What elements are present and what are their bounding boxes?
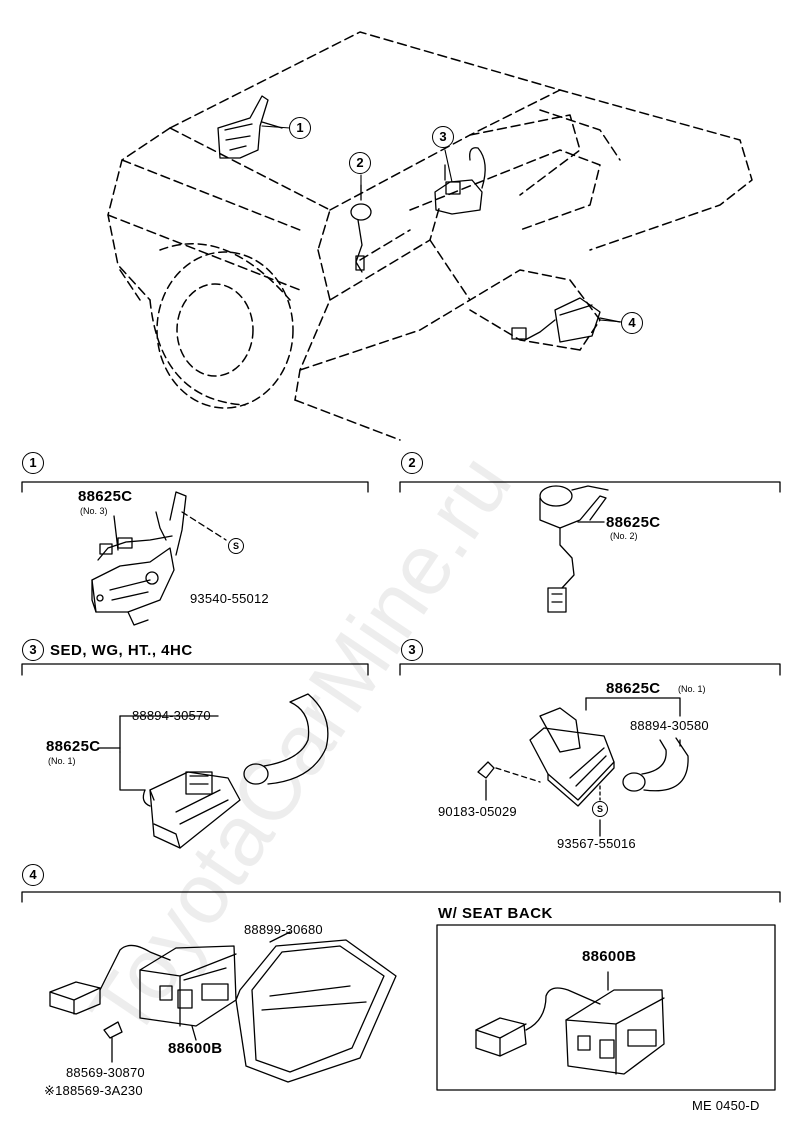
s1-part-sub: (No. 3) [80, 506, 108, 516]
s4-part-b-number: ※188569-3A230 [44, 1083, 143, 1098]
s3b-hose-number: 88894-30580 [630, 718, 709, 733]
s3a-part-sub: (No. 1) [48, 756, 76, 766]
s2-part-code: 88625C [606, 514, 661, 531]
s4-cover-number: 88899-30680 [244, 922, 323, 937]
rear-wheel [149, 243, 294, 409]
vehicle-outline [107, 31, 753, 441]
s3a-title: SED, WG, HT., 4HC [50, 642, 193, 659]
section3b-part-drawing [477, 697, 689, 837]
s3b-clip-number: 90183-05029 [438, 804, 517, 819]
callout-4-vehicle: 4 [621, 312, 643, 334]
callout-3-vehicle: 3 [432, 126, 454, 148]
drawing-code: ME 0450-D [692, 1098, 760, 1113]
s3a-hose-number: 88894-30570 [132, 708, 211, 723]
callout-1-vehicle: 1 [289, 117, 311, 139]
section-3b-marker: 3 [401, 639, 423, 661]
section-4-marker: 4 [22, 864, 44, 886]
vehicle-part-3 [434, 147, 486, 215]
section-1-marker: 1 [22, 452, 44, 474]
section4-variant-drawing [475, 971, 665, 1075]
s3a-part-code: 88625C [46, 738, 101, 755]
s3b-screw-symbol: S [592, 801, 608, 817]
section3a-part-drawing [97, 693, 329, 849]
s4-variant-unit-code: 88600B [582, 948, 637, 965]
s2-part-sub: (No. 2) [610, 531, 638, 541]
s1-screw-symbol: S [228, 538, 244, 554]
s3b-part-sub: (No. 1) [678, 684, 706, 694]
section-2-marker: 2 [401, 452, 423, 474]
section-3a-marker: 3 [22, 639, 44, 661]
vehicle-part-1 [217, 95, 283, 159]
s4-variant-title: W/ SEAT BACK [438, 905, 553, 922]
s1-bolt-number: 93540-55012 [190, 591, 269, 606]
s3b-screw-number: 93567-55016 [557, 836, 636, 851]
section-frames [21, 481, 781, 1091]
section4-part-drawing [49, 931, 397, 1083]
section1-part-drawing [91, 491, 227, 626]
callout-2-vehicle: 2 [349, 152, 371, 174]
s1-part-code: 88625C [78, 488, 133, 505]
s4-part-a-number: 88569-30870 [66, 1065, 145, 1080]
vehicle-part-4 [511, 297, 621, 343]
vehicle-callout-leaders [261, 125, 623, 323]
s4-unit-code: 88600B [168, 1040, 223, 1057]
section2-part-drawing [539, 485, 609, 613]
s3b-part-code: 88625C [606, 680, 661, 697]
